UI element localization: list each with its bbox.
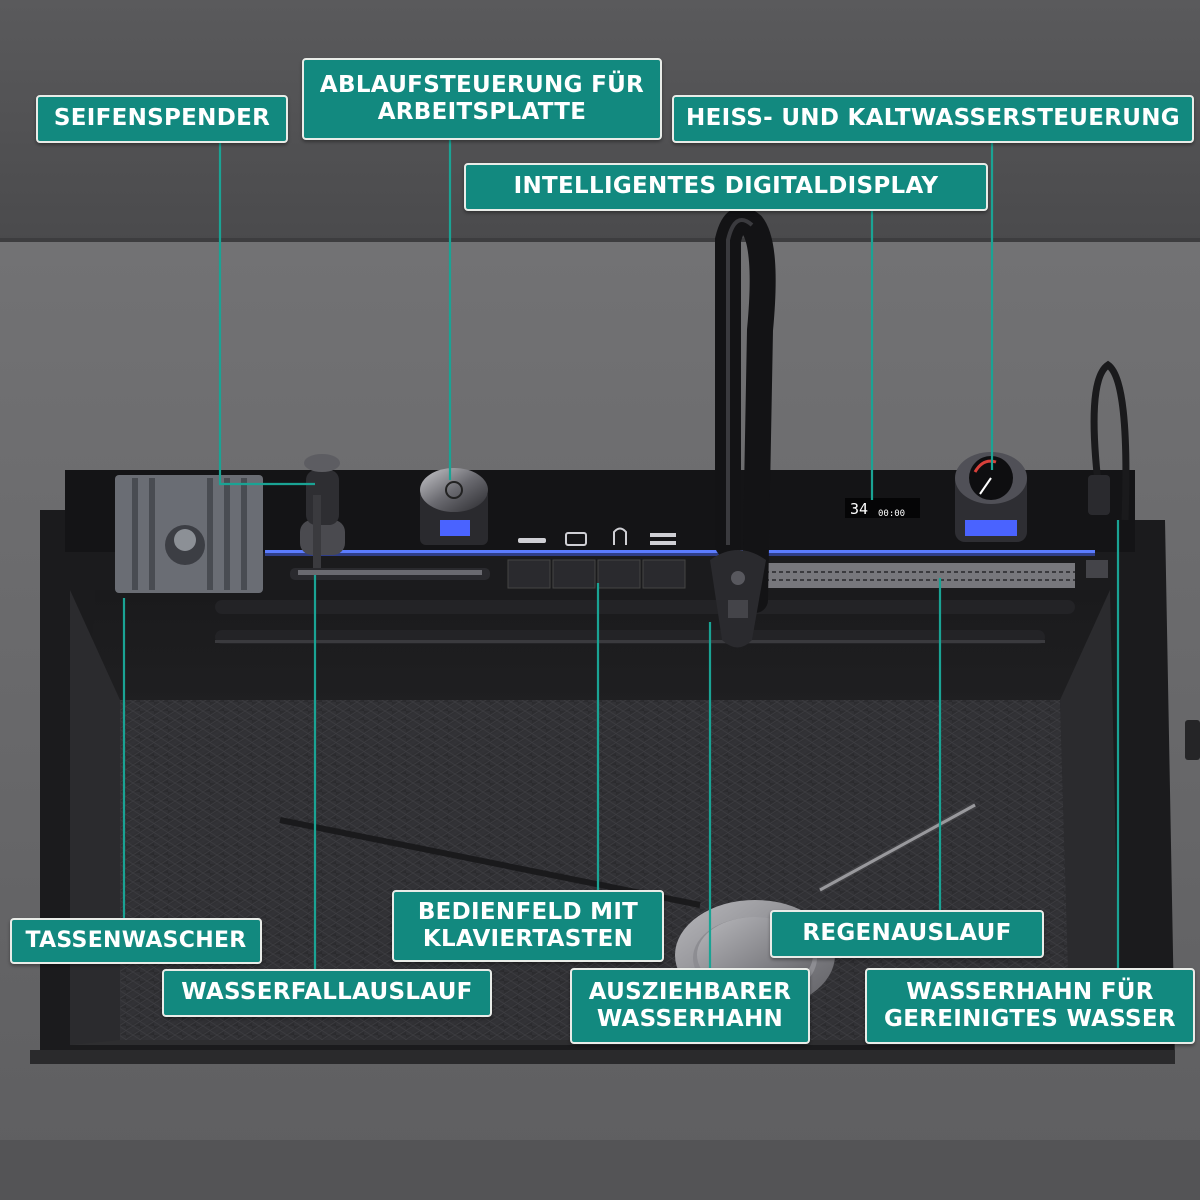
label-ablaufsteuerung-line1: ABLAUFSTEUERUNG FÜR <box>319 71 645 98</box>
label-wasserfallauslauf-text: WASSERFALLAUSLAUF <box>181 979 473 1006</box>
label-bedienfeld-line1: BEDIENFELD MIT <box>417 898 639 925</box>
drain-control-knob <box>420 468 488 545</box>
label-seifenspender: SEIFENSPENDER <box>36 95 288 143</box>
display-time: 00:00 <box>878 509 905 519</box>
piano-keys <box>507 559 686 589</box>
purified-water-faucet <box>1086 360 1130 578</box>
soap-dispenser <box>300 520 345 555</box>
label-gereinigtes-wasser-line2: GEREINIGTES WASSER <box>884 1006 1176 1032</box>
label-bedienfeld: BEDIENFELD MIT KLAVIERTASTEN <box>392 890 664 962</box>
label-heiss-kalt-text: HEISS- UND KALTWASSERSTEUERUNG <box>686 105 1180 132</box>
label-regenauslauf-text: REGENAUSLAUF <box>802 920 1012 947</box>
label-ablaufsteuerung: ABLAUFSTEUERUNG FÜR ARBEITSPLATTE <box>302 58 662 140</box>
label-gereinigtes-wasser-line1: WASSERHAHN FÜR <box>906 978 1154 1005</box>
label-ausziehbarer-line1: AUSZIEHBARER <box>588 978 792 1005</box>
label-gereinigtes-wasser: WASSERHAHN FÜR GEREINIGTES WASSER <box>865 968 1195 1044</box>
pull-out-faucet <box>710 207 776 648</box>
label-ablaufsteuerung-line2: ARBEITSPLATTE <box>377 99 587 125</box>
label-digitaldisplay: INTELLIGENTES DIGITALDISPLAY <box>464 163 988 211</box>
led-strip <box>265 550 1095 554</box>
label-wasserfallauslauf: WASSERFALLAUSLAUF <box>162 969 492 1017</box>
label-ausziehbarer-line2: WASSERHAHN <box>596 1006 784 1032</box>
label-regenauslauf: REGENAUSLAUF <box>770 910 1044 958</box>
label-tassenwascher-text: TASSENWASCHER <box>25 928 247 954</box>
label-bedienfeld-line2: KLAVIERTASTEN <box>422 926 634 952</box>
label-seifenspender-text: SEIFENSPENDER <box>53 105 271 132</box>
hot-cold-knob <box>955 452 1027 542</box>
label-tassenwascher: TASSENWASCHER <box>10 918 262 964</box>
leader-lines <box>122 138 1120 972</box>
label-digitaldisplay-text: INTELLIGENTES DIGITALDISPLAY <box>513 173 939 200</box>
label-heiss-kalt: HEISS- UND KALTWASSERSTEUERUNG <box>672 95 1194 143</box>
digital-display: 34 00:00 <box>845 498 920 519</box>
rain-outlet <box>765 563 1075 588</box>
label-ausziehbarer: AUSZIEHBARER WASSERHAHN <box>570 968 810 1044</box>
display-temperature: 34 <box>850 500 868 518</box>
